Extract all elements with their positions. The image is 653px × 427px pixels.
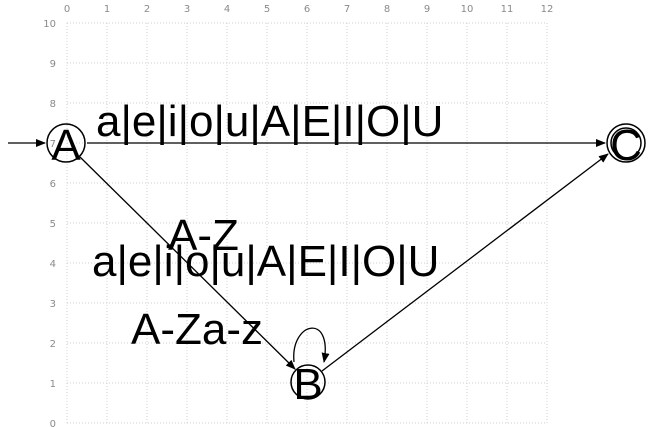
state-c[interactable]: C <box>606 121 646 170</box>
x-tick-label-6: 6 <box>304 4 310 15</box>
edge-a-to-b[interactable] <box>79 156 296 370</box>
edge-a-to-b-label: A-Z <box>168 211 239 260</box>
y-tick-label-0: 0 <box>50 419 56 427</box>
edge-b-self-loop[interactable] <box>293 327 330 363</box>
x-tick-label-10: 10 <box>461 4 474 15</box>
x-tick-label-5: 5 <box>264 4 270 15</box>
state-b[interactable]: B <box>290 360 326 409</box>
x-tick-label-0: 0 <box>64 4 70 15</box>
edge-a-to-c-label: a|e|i|o|u|A|E|I|O|U <box>96 97 443 146</box>
state-c-outer-circle <box>606 123 646 163</box>
state-c-inner-circle <box>610 127 642 159</box>
state-b-label: B <box>293 360 322 409</box>
y-tick-label-9: 9 <box>50 59 56 70</box>
x-tick-label-4: 4 <box>224 4 230 15</box>
y-tick-label-5: 5 <box>50 219 56 230</box>
x-tick-label-3: 3 <box>184 4 190 15</box>
state-a-label: A <box>51 121 81 170</box>
y-tick-label-8: 8 <box>50 99 56 110</box>
x-tick-label-7: 7 <box>344 4 350 15</box>
y-tick-label-4: 4 <box>50 259 56 270</box>
y-tick-label-10: 10 <box>43 19 56 30</box>
x-tick-label-8: 8 <box>384 4 390 15</box>
x-tick-label-11: 11 <box>501 4 514 15</box>
state-b-circle <box>290 364 326 400</box>
y-tick-label-3: 3 <box>50 299 56 310</box>
x-tick-label-12: 12 <box>541 4 554 15</box>
edge-b-to-c[interactable] <box>321 153 609 372</box>
state-a-circle <box>46 123 86 163</box>
edge-b-to-c-label: a|e|i|o|u|A|E|I|O|U <box>92 237 439 286</box>
y-tick-label-6: 6 <box>50 179 56 190</box>
state-c-label: C <box>610 121 642 170</box>
x-tick-label-1: 1 <box>104 4 110 15</box>
y-tick-label-7: 7 <box>50 139 56 150</box>
state-a[interactable]: A <box>46 121 86 170</box>
x-tick-label-9: 9 <box>424 4 430 15</box>
y-tick-label-2: 2 <box>50 339 56 350</box>
y-axis-tick-labels: 0 1 2 3 4 5 6 7 8 9 10 <box>43 19 56 427</box>
y-tick-label-1: 1 <box>50 379 56 390</box>
x-tick-label-2: 2 <box>144 4 150 15</box>
edge-b-self-loop-label: A-Za-z <box>131 305 263 354</box>
